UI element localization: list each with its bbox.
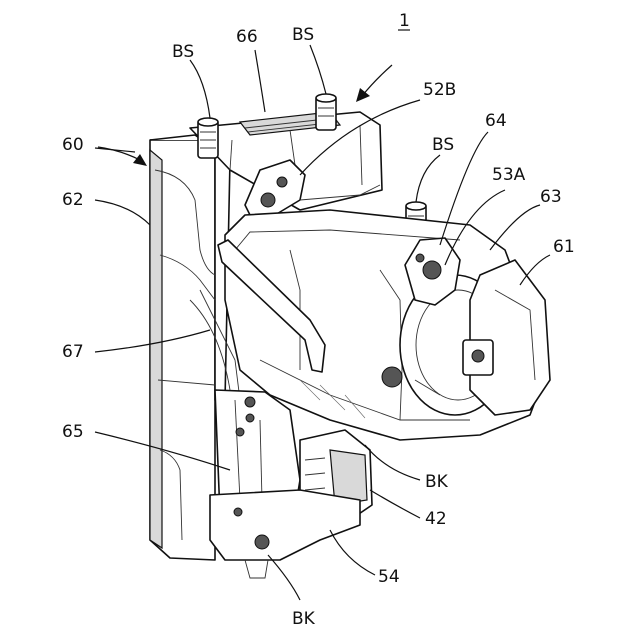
arrow-60-head xyxy=(133,154,147,166)
label-65: 65 xyxy=(62,422,84,442)
label-63: 63 xyxy=(540,187,562,207)
label-bs-2: BS xyxy=(292,25,314,45)
label-53a: 53A xyxy=(492,165,526,185)
bolt-bs-left xyxy=(198,118,218,158)
label-64: 64 xyxy=(485,111,507,131)
label-bk-1: BK xyxy=(425,472,449,492)
label-61: 61 xyxy=(553,237,575,257)
label-62: 62 xyxy=(62,190,84,210)
arrow-1-head xyxy=(356,88,370,102)
label-52b: 52B xyxy=(423,80,456,100)
arrow-1 xyxy=(362,65,392,96)
label-bs-1: BS xyxy=(172,42,194,62)
bracket-54 xyxy=(210,490,360,578)
label-bs-3: BS xyxy=(432,135,454,155)
label-1: 1 xyxy=(399,11,410,31)
label-67: 67 xyxy=(62,342,84,362)
bolt-bs-center xyxy=(316,94,336,130)
label-42: 42 xyxy=(425,509,447,529)
label-66: 66 xyxy=(236,27,258,47)
label-54: 54 xyxy=(378,567,400,587)
label-60: 60 xyxy=(62,135,84,155)
label-bk-2: BK xyxy=(292,609,316,629)
